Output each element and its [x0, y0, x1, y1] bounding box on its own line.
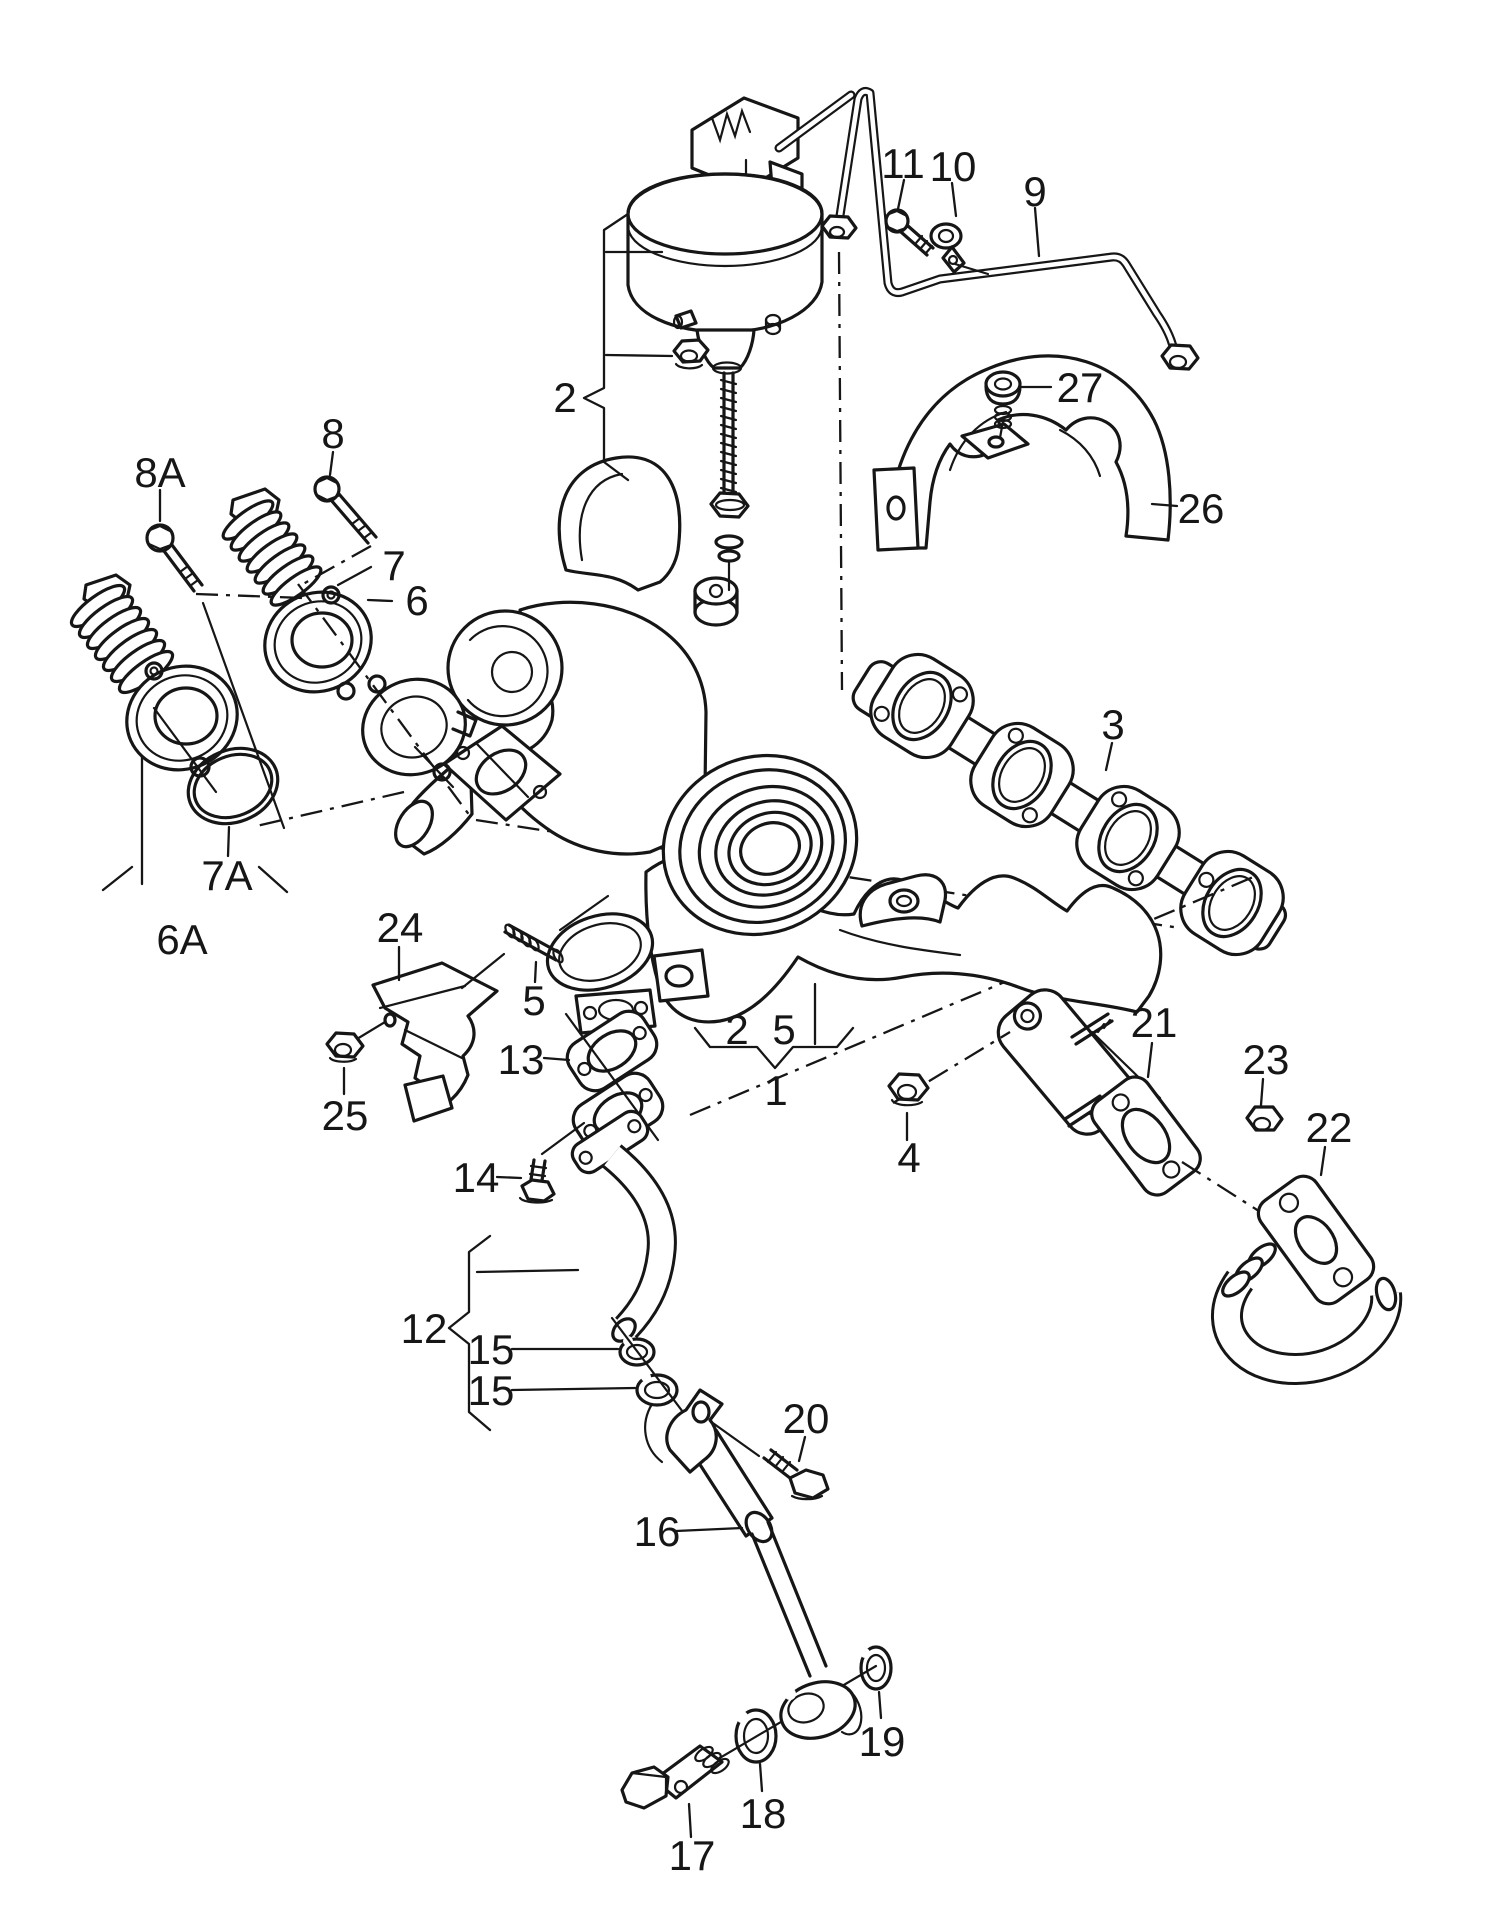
part-label-7a: 7A: [201, 852, 252, 899]
part-label-1: 1: [764, 1067, 787, 1114]
seal-19-drawing: [859, 1645, 893, 1691]
part-label-14: 14: [453, 1154, 500, 1201]
banjo-bolt-17-drawing: [620, 1744, 730, 1810]
construction-lines-gasket: [689, 873, 1259, 1117]
screw-27-drawing: [984, 370, 1022, 440]
part-label-7: 7: [382, 542, 405, 589]
nut-23-drawing: [1245, 1105, 1284, 1132]
actuator-drawing: [626, 96, 824, 592]
part-label-21: 21: [1131, 999, 1178, 1046]
part-label-23: 23: [1243, 1036, 1290, 1083]
part-label-9: 9: [1023, 168, 1046, 215]
part-label-2-group: 2: [725, 1006, 748, 1053]
part-label-15a: 15: [468, 1326, 515, 1373]
part-label-15b: 15: [468, 1367, 515, 1414]
actuator-rod-threads: [719, 378, 738, 503]
intake-pipe-6-drawing: [221, 487, 373, 701]
part-label-19: 19: [859, 1718, 906, 1765]
part-label-8: 8: [321, 410, 344, 457]
vacuum-pipe-9-drawing: [774, 87, 1200, 371]
gasket-21-drawing: [1090, 1030, 1202, 1197]
part-label-12: 12: [401, 1305, 448, 1352]
seal-axis-line: [610, 1316, 694, 1426]
part-label-8a: 8A: [134, 449, 185, 496]
bolt-14-drawing: [518, 1121, 586, 1204]
clip-bracket-drawing: [644, 1388, 761, 1474]
part-label-6a: 6A: [156, 916, 207, 963]
part-label-2: 2: [553, 374, 576, 421]
construction-lines-left: [152, 544, 471, 830]
part-label-25: 25: [322, 1092, 369, 1139]
seal-18-drawing: [734, 1708, 778, 1764]
part-number-labels: 1 2 2 5 3 4 5 6 6A 7 7A 8 8A 9 10 11 12 …: [134, 140, 1352, 1879]
part-label-26: 26: [1178, 485, 1225, 532]
o-ring-7a-drawing: [186, 746, 280, 826]
intake-pipe-6a-drawing: [69, 573, 239, 778]
bolt-8a-drawing: [145, 523, 204, 593]
part-label-20: 20: [783, 1395, 830, 1442]
bolt-8-drawing: [313, 475, 378, 545]
egr-pipe-22-drawing: [1181, 1161, 1403, 1385]
gasket-13-upper-drawing: [565, 1009, 659, 1093]
bolt-11-drawing: [884, 208, 935, 257]
part-label-27: 27: [1057, 364, 1104, 411]
part-label-4: 4: [897, 1134, 920, 1181]
part-label-10: 10: [930, 143, 977, 190]
part-label-3: 3: [1101, 701, 1124, 748]
heat-shield-24-drawing: [350, 961, 499, 1123]
part-label-18: 18: [740, 1790, 787, 1837]
nut-25-drawing: [325, 1031, 365, 1063]
seal-15-lower-drawing: [635, 1372, 679, 1407]
part-label-5: 5: [522, 977, 545, 1024]
manifold-gasket-drawing: [851, 652, 1288, 957]
part-label-5-group: 5: [772, 1006, 795, 1053]
nut-4-drawing: [887, 1072, 930, 1107]
part-label-11: 11: [881, 140, 925, 187]
clamp-10-drawing: [929, 222, 990, 276]
part-label-24: 24: [377, 904, 424, 951]
flange-7-drawing: [361, 674, 478, 782]
turbocharger-manifold-drawing: [394, 455, 1163, 1136]
stud-5-drawing: [460, 894, 610, 990]
bolt-20-drawing: [762, 1448, 830, 1501]
heat-shield-26-drawing: [872, 354, 1172, 552]
part-label-6: 6: [405, 577, 428, 624]
part-label-13: 13: [498, 1036, 545, 1083]
compressor-housing-rings: [661, 753, 859, 937]
part-label-17: 17: [669, 1832, 716, 1879]
part-label-16: 16: [634, 1508, 681, 1555]
oil-return-hose-12-drawing: [570, 1109, 677, 1343]
nut-4-axis-line: [892, 1031, 1011, 1104]
leader-lines: [101, 178, 1327, 1839]
part-label-22: 22: [1306, 1104, 1353, 1151]
